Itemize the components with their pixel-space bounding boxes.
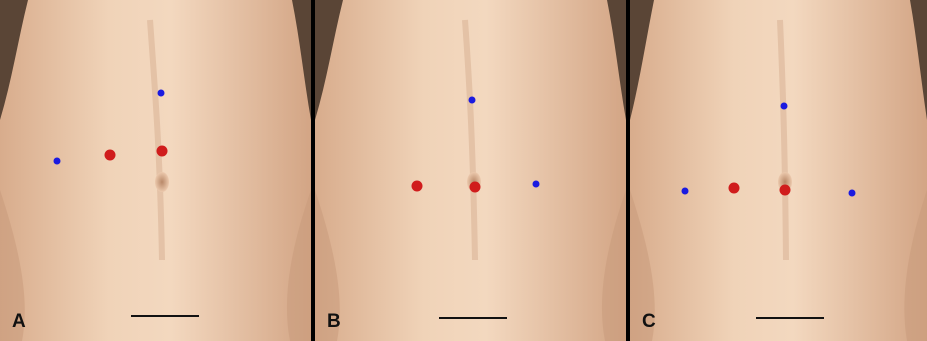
blue-port-marker: [533, 181, 540, 188]
blue-port-marker: [849, 190, 856, 197]
panel-label-a: A: [12, 311, 26, 333]
panel-label-c: C: [642, 311, 656, 333]
panel-label-b: B: [327, 311, 341, 333]
panel-c: C: [630, 0, 927, 341]
blue-port-marker: [682, 188, 689, 195]
red-port-marker: [729, 183, 740, 194]
panel-a: A: [0, 0, 311, 341]
red-port-marker: [105, 150, 116, 161]
blue-port-marker: [469, 97, 476, 104]
blue-port-marker: [158, 90, 165, 97]
torso-illustration-b: [315, 0, 626, 341]
red-port-marker: [780, 185, 791, 196]
torso-illustration-a: [0, 0, 311, 341]
red-port-marker: [470, 182, 481, 193]
torso-illustration-c: [630, 0, 927, 341]
red-port-marker: [412, 181, 423, 192]
blue-port-marker: [781, 103, 788, 110]
panel-b: B: [315, 0, 626, 341]
blue-port-marker: [54, 158, 61, 165]
red-port-marker: [157, 146, 168, 157]
